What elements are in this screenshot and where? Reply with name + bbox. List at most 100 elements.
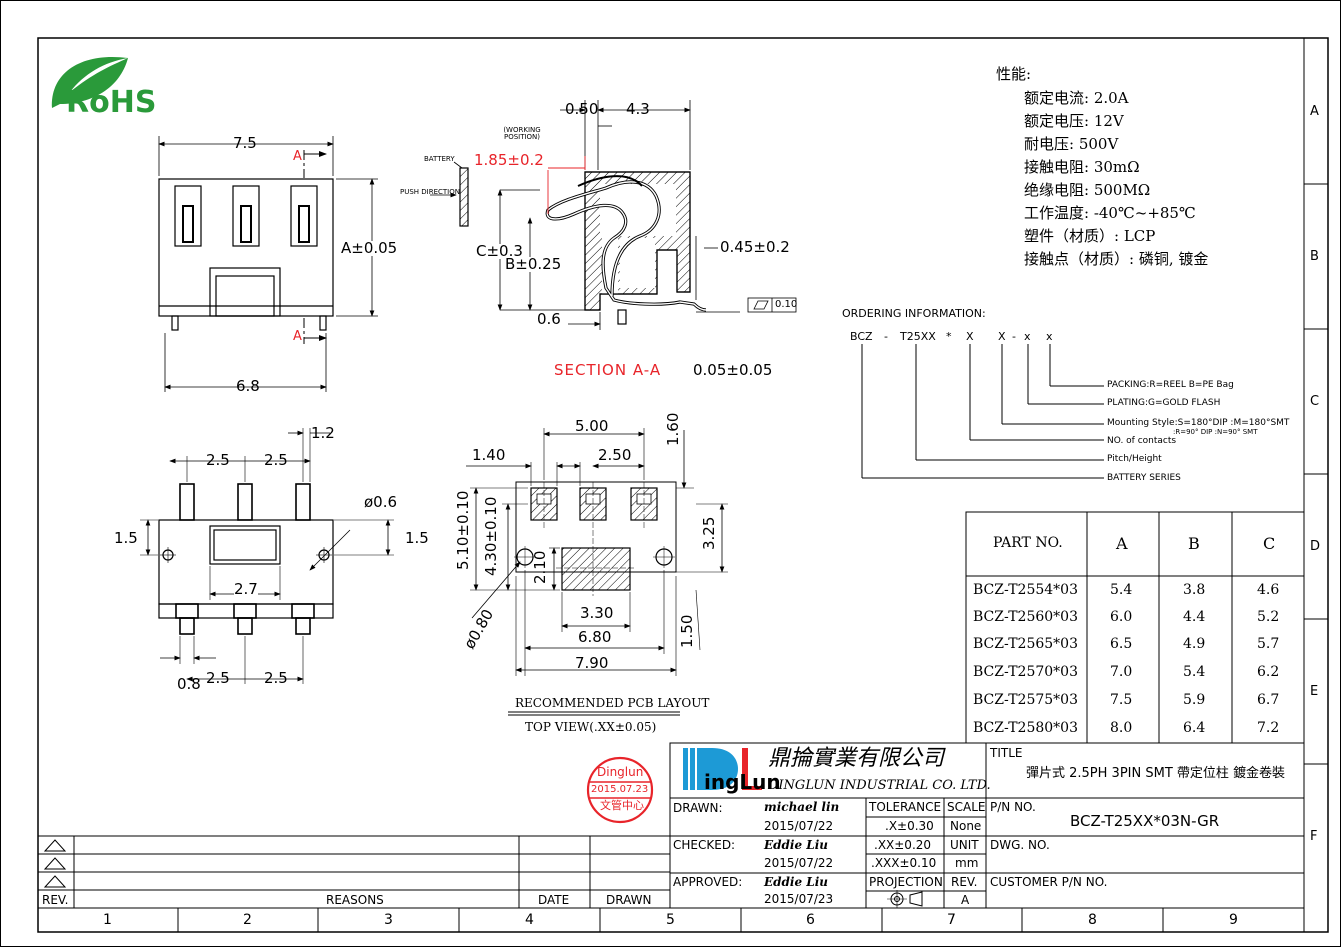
dim-150: 1.50 bbox=[678, 614, 696, 648]
ordering-code-part: x bbox=[1046, 330, 1053, 343]
zone-col-label: 5 bbox=[666, 912, 675, 928]
table-cell: 4.4 bbox=[1183, 609, 1206, 625]
ordering-code-part: BCZ bbox=[850, 330, 873, 343]
dim-phi06: ø0.6 bbox=[364, 493, 398, 511]
zone-row-label: D bbox=[1310, 539, 1321, 554]
ordering-code-part: T25XX bbox=[900, 330, 936, 343]
table-header: B bbox=[1188, 534, 1200, 553]
scale-value: None bbox=[950, 819, 982, 833]
spec-item: 额定电压: 12V bbox=[1024, 112, 1124, 130]
ordering-label: BATTERY SERIES bbox=[1107, 473, 1181, 483]
table-cell: 5.4 bbox=[1110, 582, 1133, 598]
table-cell: 6.4 bbox=[1183, 720, 1206, 736]
pcb-subcaption: TOP VIEW(.XX±0.05) bbox=[525, 720, 657, 734]
table-cell: 5.9 bbox=[1183, 692, 1206, 708]
zone-col-label: 3 bbox=[384, 912, 393, 928]
flatness-tolerance: 0.10 bbox=[775, 299, 798, 310]
table-cell: 3.8 bbox=[1183, 582, 1206, 598]
stamp-date: 2015.07.23 bbox=[591, 784, 649, 795]
ordering-code-part: * bbox=[946, 330, 952, 343]
table-cell: BCZ-T2554*03 bbox=[973, 582, 1078, 598]
working-position-note: (WORKING POSITION) bbox=[503, 126, 541, 141]
rev-label: REV. bbox=[951, 875, 978, 889]
table-cell: BCZ-T2565*03 bbox=[973, 636, 1078, 652]
approved-date: 2015/07/23 bbox=[764, 892, 834, 906]
unit-value: mm bbox=[955, 856, 979, 870]
zone-col-label: 6 bbox=[806, 912, 815, 928]
rev-value: A bbox=[961, 893, 970, 907]
dim-790: 7.90 bbox=[575, 654, 609, 672]
customer-pn-label: CUSTOMER P/N NO. bbox=[990, 875, 1108, 889]
spec-item: 额定电流: 2.0A bbox=[1024, 89, 1129, 107]
zone-col-label: 8 bbox=[1088, 912, 1097, 928]
dim-185: 1.85±0.2 bbox=[474, 151, 544, 169]
title-value: 彈片式 2.5PH 3PIN SMT 帶定位柱 鍍金卷裝 bbox=[1026, 766, 1286, 781]
dim-06: 0.6 bbox=[537, 310, 561, 328]
unit-label: UNIT bbox=[950, 838, 979, 852]
zone-col-label: 1 bbox=[103, 912, 112, 928]
dim-b: B±0.25 bbox=[505, 255, 562, 273]
ordering-label: PACKING:R=REEL B=PE Bag bbox=[1107, 380, 1234, 390]
dim-27: 2.7 bbox=[234, 580, 258, 598]
table-cell: 4.6 bbox=[1257, 582, 1280, 598]
zone-row-label: F bbox=[1310, 829, 1318, 844]
table-cell: 6.0 bbox=[1110, 609, 1133, 625]
dim-25: 2.5 bbox=[206, 669, 230, 687]
ordering-code-part: x bbox=[1024, 330, 1031, 343]
spec-item: 接触点（材质）: 磷铜, 镀金 bbox=[1024, 250, 1209, 268]
parts-table-grid bbox=[965, 511, 1305, 744]
dim-43: 4.3 bbox=[626, 100, 650, 118]
checked-label: CHECKED: bbox=[673, 838, 736, 852]
dim-08: 0.8 bbox=[177, 675, 201, 693]
table-cell: 4.9 bbox=[1183, 636, 1206, 652]
date-column-header: DATE bbox=[538, 893, 570, 907]
dim-15-left: 1.5 bbox=[114, 529, 138, 547]
push-direction-label: PUSH DIRECTION bbox=[400, 188, 460, 196]
zone-row-label: B bbox=[1310, 249, 1319, 264]
zone-row-label: A bbox=[1310, 104, 1319, 119]
tolerance-2: .XX±0.20 bbox=[874, 838, 932, 852]
drawn-label: DRAWN: bbox=[673, 801, 723, 815]
projection-icon bbox=[887, 890, 923, 908]
stamp-name: Dinglun bbox=[597, 765, 644, 779]
table-header: A bbox=[1116, 534, 1128, 553]
spec-item: 塑件（材质）: LCP bbox=[1024, 227, 1156, 245]
table-cell: 8.0 bbox=[1110, 720, 1133, 736]
dim-25: 2.5 bbox=[206, 451, 230, 469]
dim-width-bottom: 6.8 bbox=[236, 377, 260, 395]
dim-050: 0.50 bbox=[565, 100, 599, 118]
approved-label: APPROVED: bbox=[673, 875, 743, 889]
dim-500: 5.00 bbox=[575, 417, 609, 435]
dim-height-a: A±0.05 bbox=[341, 239, 398, 257]
bottom-view bbox=[140, 428, 394, 684]
table-cell: 7.0 bbox=[1110, 664, 1133, 680]
dim-160: 1.60 bbox=[664, 412, 682, 446]
title-block-grid bbox=[38, 742, 1305, 909]
section-title: SECTION A-A bbox=[554, 361, 662, 379]
dim-15-right: 1.5 bbox=[405, 529, 429, 547]
ordering-leaders bbox=[861, 344, 1104, 479]
spec-item: 绝缘电阻: 500MΩ bbox=[1024, 181, 1151, 199]
rev-column-header: REV. bbox=[42, 893, 69, 907]
tolerance-3: .XXX±0.10 bbox=[871, 856, 937, 870]
dim-325: 3.25 bbox=[700, 516, 718, 550]
dim-250: 2.50 bbox=[598, 446, 632, 464]
pcb-caption: RECOMMENDED PCB LAYOUT bbox=[515, 696, 710, 710]
tolerance-1: .X±0.30 bbox=[885, 819, 934, 833]
rohs-logo: RoHS bbox=[66, 85, 157, 120]
zone-col-label: 7 bbox=[947, 912, 956, 928]
drawn-column-header: DRAWN bbox=[606, 893, 652, 907]
table-header: PART NO. bbox=[993, 535, 1063, 551]
checked-date: 2015/07/22 bbox=[764, 856, 834, 870]
ordering-heading: ORDERING INFORMATION: bbox=[842, 307, 986, 320]
company-name-en: DINGLUN INDUSTRIAL CO. LTD. bbox=[768, 778, 991, 793]
rohs-leaf-icon bbox=[51, 56, 128, 108]
ordering-label: NO. of contacts bbox=[1107, 436, 1177, 446]
pn-value: BCZ-T25XX*03N-GR bbox=[1070, 812, 1220, 830]
table-cell: 6.2 bbox=[1257, 664, 1280, 680]
company-name-cn: 鼎掄實業有限公司 bbox=[768, 746, 945, 771]
stamp-dept: 文管中心 bbox=[600, 799, 644, 812]
ordering-label: Mounting Style:S=180°DIP :M=180°SMT bbox=[1107, 418, 1290, 428]
